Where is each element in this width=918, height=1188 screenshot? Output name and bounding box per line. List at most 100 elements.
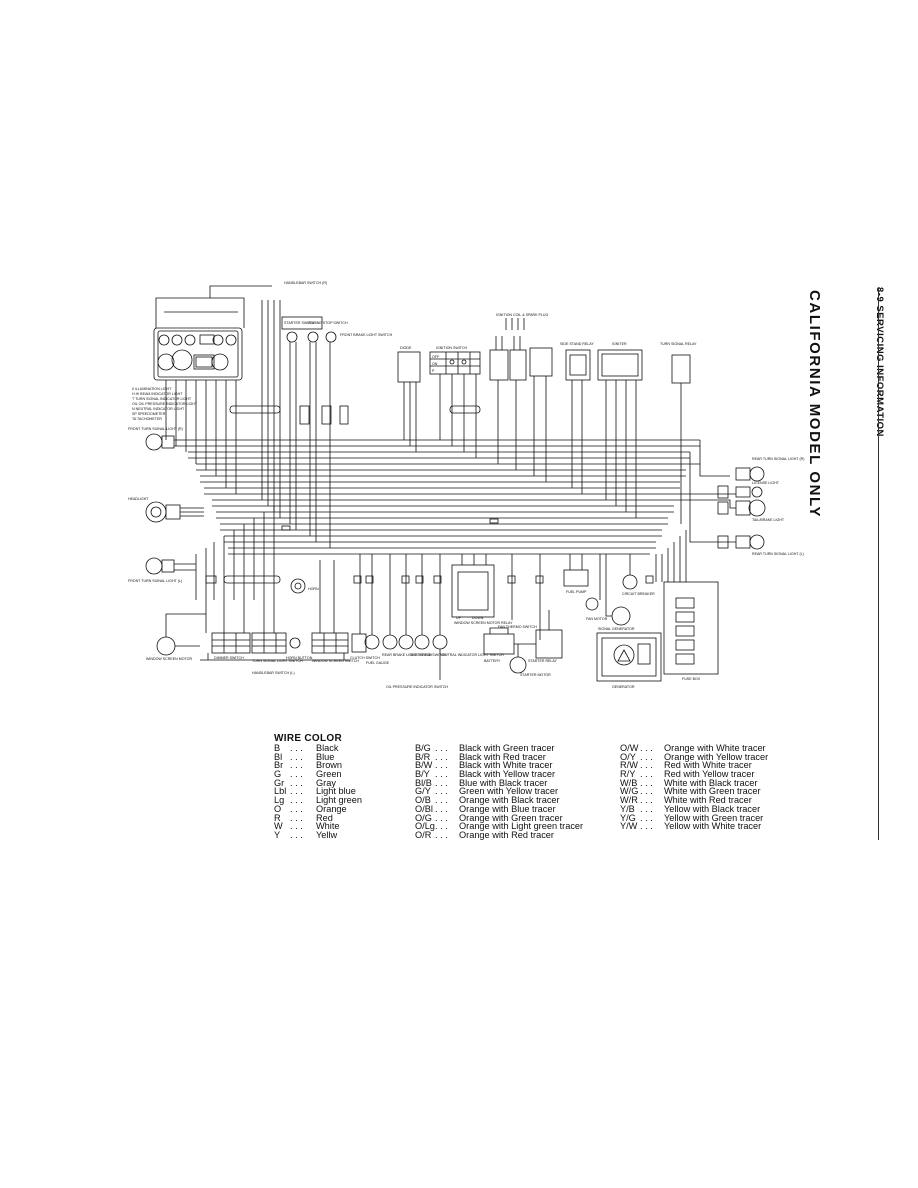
meter-legend-2: H HI BEAM INDICATOR LIGHT <box>132 392 183 396</box>
legend-separator: . . . <box>640 812 653 823</box>
label-ign-coils: IGNITION COIL & SPARK PLUG <box>496 313 549 317</box>
label-handlebar-r: HANDLEBAR SWITCH (R) <box>284 281 327 285</box>
legend-row: O/B . . . Orange with Black tracer <box>415 796 583 805</box>
legend-code: W/R <box>620 795 638 806</box>
meter-legend-4: OIL OIL PRESSURE INDICATOR LIGHT <box>132 402 198 406</box>
label-window-motor: WINDOW SCREEN MOTOR <box>146 657 192 661</box>
combination-meter <box>153 327 243 381</box>
legend-desc: Yellow with Green tracer <box>664 812 764 823</box>
label-front-turn-l: FRONT TURN SIGNAL LIGHT (L) <box>128 579 182 583</box>
page-title: CALIFORNIA MODEL ONLY <box>806 290 823 519</box>
label-starter-motor: STARTER MOTOR <box>520 673 551 677</box>
legend-separator: . . . <box>640 795 653 806</box>
legend-code: O/Lg <box>415 821 435 832</box>
label-battery: BATTERY <box>484 659 501 663</box>
legend-row: R/W . . . Red with White tracer <box>620 761 768 770</box>
legend-separator: . . . <box>640 786 653 797</box>
label-window-relay: WINDOW SCREEN MOTOR RELAY <box>454 621 513 625</box>
label-oil-pressure: OIL PRESSURE INDICATOR SWITCH <box>386 685 448 689</box>
label-license: LICENSE LIGHT <box>752 481 780 485</box>
legend-row: G/Y . . . Green with Yellow tracer <box>415 787 583 796</box>
legend-desc: Orange with Green tracer <box>459 812 563 823</box>
legend-desc: Brown <box>316 760 343 771</box>
label-down: DOWN <box>472 616 484 620</box>
legend-row: Bl . . . Blue <box>274 751 362 762</box>
label-rear-turn-r: REAR TURN SIGNAL LIGHT (R) <box>752 457 804 461</box>
label-fan-thermo: FAN THERMO SWITCH <box>498 625 537 629</box>
meter-legend-7: TA TACHOMETER <box>132 417 162 421</box>
legend-code: Lbl <box>274 786 287 797</box>
label-neutral-switch: NEUTRAL INDICATOR LIGHT SWITCH <box>440 653 504 657</box>
legend-row: G . . . Green <box>274 769 362 780</box>
legend-desc: White with Black tracer <box>664 777 758 788</box>
legend-row: B/G . . . Black with Green tracer <box>415 743 583 753</box>
legend-row: O/Bl . . . Orange with Blue tracer <box>415 804 583 814</box>
legend-desc: Green <box>316 769 342 780</box>
label-horn: HORN <box>308 587 319 591</box>
legend-separator: . . . <box>290 829 303 840</box>
legend-separator: . . . <box>435 829 448 840</box>
legend-desc: Orange with Yellow tracer <box>664 751 769 762</box>
label-turn-relay: TURN SIGNAL RELAY <box>660 342 697 346</box>
legend-desc: Orange with White tracer <box>664 743 766 753</box>
legend-code: B/W <box>415 760 433 771</box>
legend-desc: Red <box>316 812 333 823</box>
legend-code: Y <box>274 829 281 840</box>
legend-separator: . . . <box>290 751 303 762</box>
legend-separator: . . . <box>435 777 448 788</box>
legend-desc: White with Red tracer <box>664 795 752 806</box>
label-side-stand: SIDE STAND SWITCH <box>410 653 447 657</box>
legend-code: B/G <box>415 743 431 753</box>
legend-separator: . . . <box>290 777 303 788</box>
legend-title: WIRE COLOR <box>274 733 342 744</box>
legend-row: W . . . White <box>274 822 362 831</box>
label-rear-turn-l: REAR TURN SIGNAL LIGHT (L) <box>752 552 804 556</box>
legend-code: O/W <box>620 743 639 753</box>
legend-desc: Gray <box>316 777 336 788</box>
label-front-turn-r: FRONT TURN SIGNAL LIGHT (R) <box>128 427 183 431</box>
legend-code: Y/B <box>620 803 635 814</box>
legend-code: G <box>274 769 282 780</box>
legend-code: O/R <box>415 829 432 840</box>
front-turn-right <box>145 433 182 451</box>
legend-code: Bl/B <box>415 777 432 788</box>
label-handlebar-l: HANDLEBAR SWITCH (L) <box>252 671 295 675</box>
legend-code: B/R <box>415 751 431 762</box>
legend-separator: . . . <box>640 751 653 762</box>
label-front-brake: FRONT BRAKE LIGHT SWITCH <box>340 333 393 337</box>
legend-separator: . . . <box>435 743 448 753</box>
legend-code: B <box>274 743 281 753</box>
legend-desc: Orange with Light green tracer <box>459 821 584 832</box>
legend-row: B/Y . . . Black with Yellow tracer <box>415 769 583 779</box>
label-starter-relay: STARTER RELAY <box>528 659 558 663</box>
legend-row: Br . . . Brown <box>274 761 362 770</box>
legend-separator: . . . <box>290 812 303 823</box>
legend-row: Y/W . . . Yellow with White tracer <box>620 822 768 831</box>
legend-row: O/Lg . . . Orange with Light green trace… <box>415 822 583 831</box>
legend-row: O/G . . . Orange with Green tracer <box>415 812 583 823</box>
label-generator: GENERATOR <box>612 685 635 689</box>
label-engine-stop: ENGINE STOP SWITCH <box>308 321 348 325</box>
legend-separator: . . . <box>290 803 303 814</box>
legend-row: Lg . . . Light green <box>274 796 362 805</box>
legend-desc: White <box>316 821 340 832</box>
label-fuel-gauge: FUEL GAUGE <box>366 661 390 665</box>
legend-row: O/Y . . . Orange with Yellow tracer <box>620 751 769 762</box>
front-turn-left <box>145 557 196 575</box>
legend-separator: . . . <box>290 743 303 753</box>
legend-desc: Yellow with White tracer <box>664 821 762 832</box>
legend-code: R/W <box>620 760 638 771</box>
label-ign-off: OFF <box>432 355 440 359</box>
label-fuse-box: FUSE BOX <box>682 677 701 681</box>
label-clutch: CLUTCH SWITCH <box>350 656 380 660</box>
legend-separator: . . . <box>640 743 653 753</box>
side-divider <box>878 288 879 840</box>
label-rear-brake: REAR BRAKE LIGHT SWITCH <box>382 653 432 657</box>
legend-separator: . . . <box>640 760 653 771</box>
legend-desc: Light green <box>316 795 362 806</box>
legend-row: O/R . . . Orange with Red tracer <box>415 829 583 840</box>
legend-code: O <box>274 803 282 814</box>
label-igniter: IGNITER <box>612 342 627 346</box>
legend-row: R . . . Red <box>274 812 362 823</box>
